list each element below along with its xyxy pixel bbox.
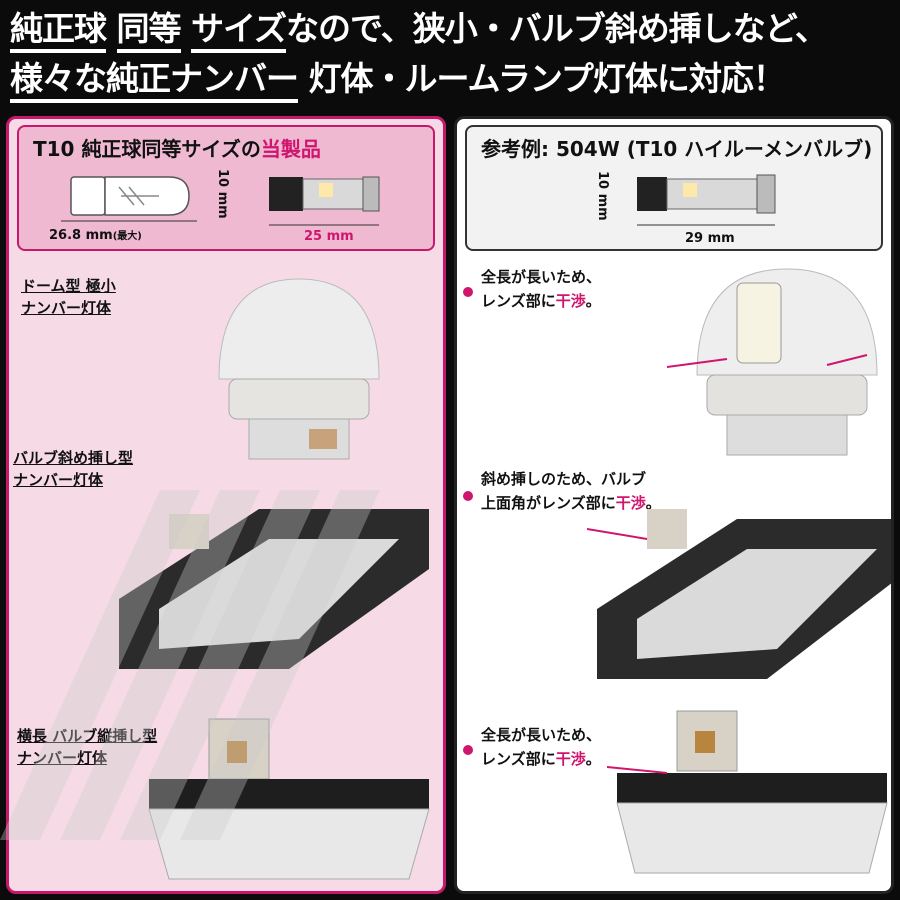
product-size-header: T10 純正球同等サイズの当製品 26.8 mm(最大) 10 mm 25 mm (17, 125, 435, 251)
caption-angled: バルブ斜め挿し型ナンバー灯体 (13, 449, 134, 489)
bullet-dot (463, 287, 473, 297)
note-1: 全長が長いため、 レンズ部に干渉。 (481, 268, 602, 310)
reference-size-header: 参考例: 504W (T10 ハイルーメンバルブ) 10 mm 29 mm (465, 125, 883, 251)
bullet-dot (463, 491, 473, 501)
wide-lamp-interference-photo (607, 710, 888, 874)
headline-banner: 純正球 同等 サイズなので、狭小・バルブ斜め挿しなど、 様々な純正ナンバー 灯体… (0, 0, 900, 112)
reference-panel-title: 参考例: 504W (T10 ハイルーメンバルブ) (481, 137, 873, 161)
headline-text: サイズ (191, 9, 287, 53)
product-panel-title: T10 純正球同等サイズの当製品 (33, 133, 321, 162)
product-width-label: 25 mm (304, 229, 354, 244)
original-width-label: 26.8 mm(最大) (49, 228, 142, 243)
reference-height-label: 10 mm (595, 171, 610, 221)
angled-lamp-photo (119, 509, 429, 669)
dome-lamp-photo (218, 278, 380, 460)
product-height-label: 10 mm (215, 169, 230, 219)
caption-wide: 横長 バルブ縦挿し型ナンバー灯体 (17, 727, 158, 767)
headline-text: なので、狭小・バルブ斜め挿しなど、 (286, 9, 828, 48)
glass-bulb-illustration (61, 176, 197, 222)
reference-panel: 参考例: 504W (T10 ハイルーメンバルブ) 10 mm 29 mm 全長… (454, 116, 894, 894)
led-bulb-illustration (269, 176, 380, 226)
headline-line-1: 純正球 同等 サイズなので、狭小・バルブ斜め挿しなど、 (10, 4, 900, 54)
headline-text: 純正球 (10, 9, 107, 53)
headline-line-2: 様々な純正ナンバー 灯体・ルームランプ灯体に対応！ (10, 54, 900, 104)
bullet-dot (463, 745, 473, 755)
product-panel: T10 純正球同等サイズの当製品 26.8 mm(最大) 10 mm 25 mm… (6, 116, 446, 894)
caption-dome: ドーム型 極小ナンバー灯体 (21, 277, 116, 317)
dome-lamp-interference-photo (667, 268, 878, 456)
note-2: 斜め挿しのため、バルブ 上面角がレンズ部に干渉。 (481, 470, 661, 512)
angled-lamp-interference-photo (587, 509, 891, 679)
headline-text: 様々な純正ナンバー (10, 59, 299, 103)
note-3: 全長が長いため、 レンズ部に干渉。 (481, 726, 602, 768)
reference-width-label: 29 mm (685, 231, 735, 246)
title-text: T10 純正球同等サイズの (33, 137, 261, 161)
wide-lamp-photo (148, 718, 430, 880)
title-highlight: 当製品 (260, 137, 321, 161)
headline-text: 同等 (116, 9, 182, 53)
headline-text: 灯体・ルームランプ灯体に対応！ (308, 59, 786, 98)
reference-bulb-illustration (637, 174, 776, 226)
